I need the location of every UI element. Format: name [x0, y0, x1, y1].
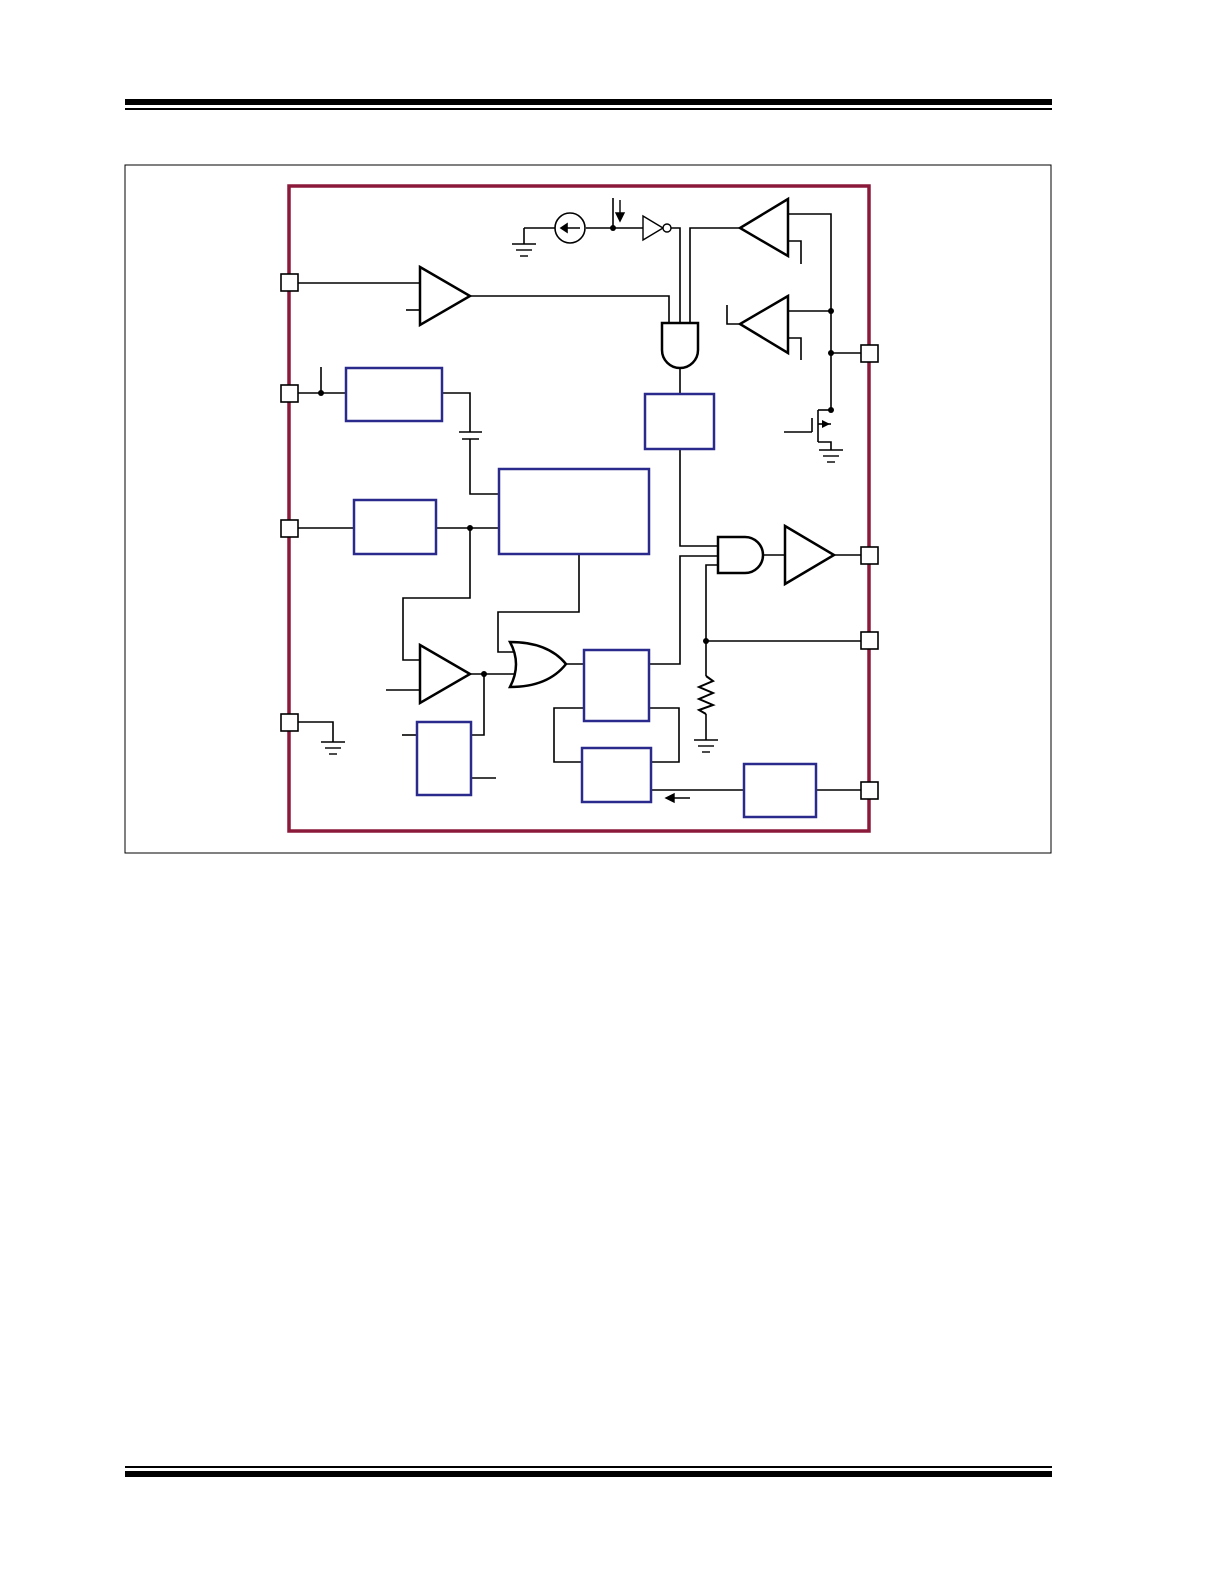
footer-rule-thick: [125, 1471, 1052, 1477]
header-rule-thick: [125, 99, 1052, 105]
buffer-triangle-icon: [418, 264, 473, 328]
pin-3: [280, 519, 299, 538]
current-source-icon: [554, 212, 586, 244]
block-a: [344, 366, 444, 423]
buffer-triangle-icon: [418, 642, 473, 706]
pin-4: [280, 713, 299, 732]
pin-2: [280, 384, 299, 403]
pin-1: [280, 273, 299, 292]
buffer-triangle-icon: [783, 523, 837, 587]
pin-8: [860, 781, 879, 800]
block-c: [352, 498, 438, 556]
block-h: [742, 762, 818, 819]
ground-icon: [819, 449, 843, 463]
inverter-icon: [642, 214, 672, 242]
pin-7: [860, 631, 879, 650]
buffer-triangle-icon: [737, 293, 790, 356]
arrow-down-icon: [614, 200, 626, 223]
pin-5: [860, 344, 879, 363]
footer-rule-thin: [125, 1466, 1052, 1468]
ground-icon: [512, 243, 536, 257]
block-d: [497, 467, 651, 556]
or-gate-icon: [507, 640, 568, 689]
pin-6: [860, 546, 879, 565]
ground-icon: [321, 741, 345, 755]
nmos-transistor-icon: [822, 420, 830, 428]
header-rule-thin: [125, 108, 1052, 110]
block-f: [415, 720, 473, 797]
block-b: [643, 392, 716, 451]
ground-icon: [694, 739, 718, 753]
and-gate-icon: [716, 535, 765, 575]
and-gate-icon: [660, 321, 700, 370]
arrow-left-icon: [664, 792, 690, 804]
package-outline: [287, 184, 871, 833]
block-e: [582, 648, 651, 723]
buffer-triangle-icon: [737, 196, 790, 259]
resistor-icon: [696, 675, 716, 715]
block-g: [580, 746, 653, 804]
figure-frame: [124, 164, 1052, 854]
